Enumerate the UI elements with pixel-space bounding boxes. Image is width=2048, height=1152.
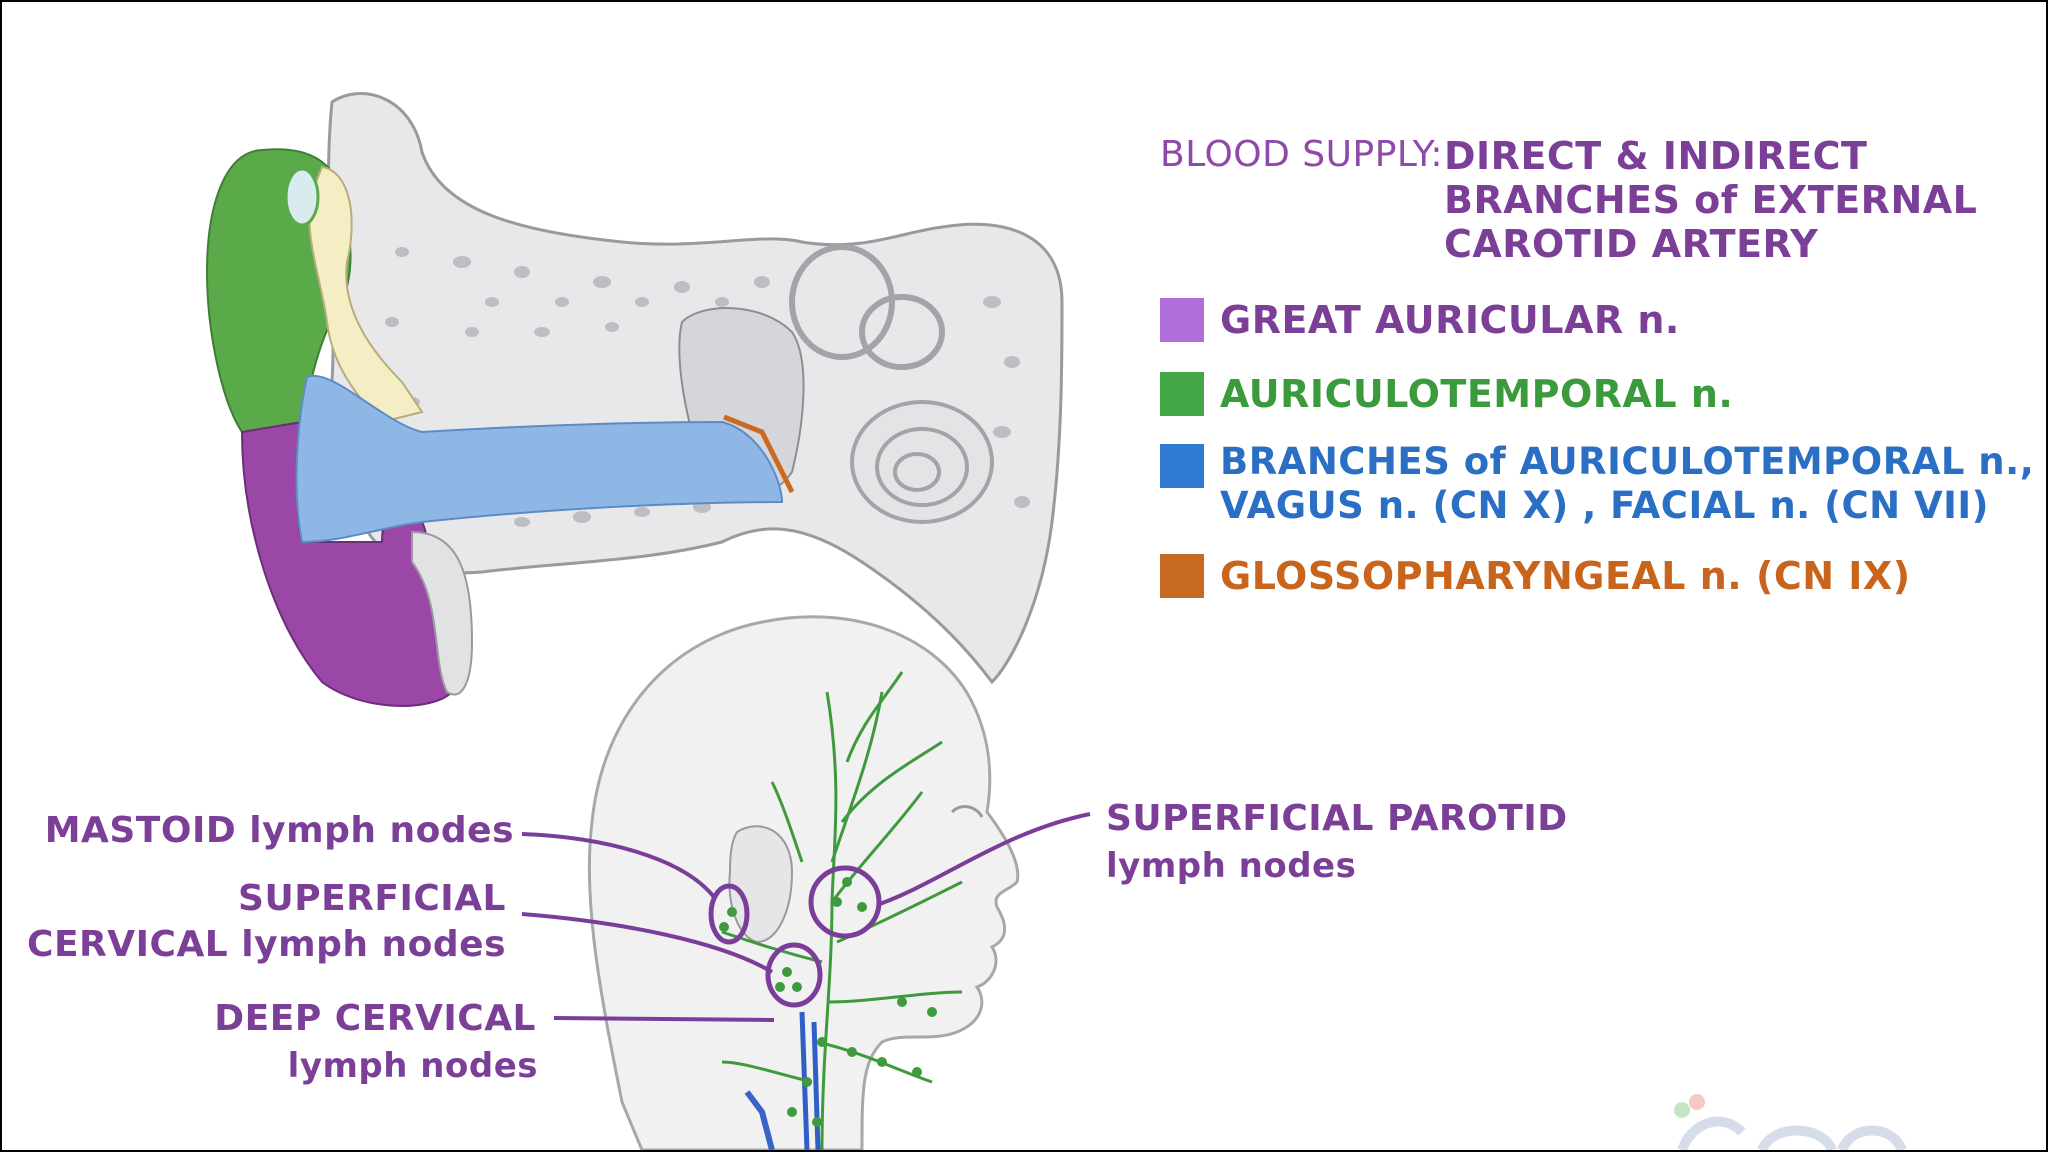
- label-superficial-parotid-line-2: lymph nodes: [1106, 846, 1357, 886]
- external-acoustic-meatus: [295, 374, 784, 544]
- label-superficial-cervical-line-2: CERVICAL lymph nodes: [27, 924, 506, 965]
- head-profile: [521, 615, 1091, 1150]
- label-superficial-cervical-line-1: SUPERFICIAL: [238, 878, 506, 919]
- cochlea: [850, 400, 994, 524]
- label-superficial-parotid-line-1: SUPERFICIAL PAROTID: [1106, 798, 1568, 839]
- node-group-circles: [708, 865, 882, 1008]
- auricle-cartilage: [308, 165, 424, 424]
- blood-supply-line-1: DIRECT & INDIRECT: [1444, 134, 1868, 178]
- mastoid-nodes-circle: [708, 883, 750, 945]
- legend-swatch-great-auricular: [1160, 298, 1204, 342]
- label-deep-cervical-line-1: DEEP CERVICAL: [214, 998, 536, 1039]
- legend-label-glossopharyngeal: GLOSSOPHARYNGEAL n. (CN IX): [1220, 554, 1911, 598]
- auricle-fossa: [284, 167, 320, 227]
- superficial-cervical-leader: [521, 912, 774, 974]
- parotid-leader: [876, 812, 1091, 907]
- blood-supply-label: BLOOD SUPPLY:: [1160, 134, 1444, 175]
- earlobe: [411, 530, 474, 696]
- watermark-logo: [1674, 1094, 1907, 1150]
- label-mastoid-lymph-nodes: MASTOID lymph nodes: [44, 810, 514, 851]
- label-deep-cervical-line-2: lymph nodes: [287, 1046, 538, 1086]
- legend-swatch-glossopharyngeal: [1160, 554, 1204, 598]
- tympanic-membrane-glossopharyngeal: [723, 414, 795, 494]
- legend-label-branches-line-1: BRANCHES of AURICULOTEMPORAL n.,: [1220, 440, 2035, 483]
- legend-swatch-branches: [1160, 444, 1204, 488]
- ear-cross-section: [205, 92, 1064, 707]
- superficial-cervical-nodes-circle: [765, 942, 823, 1008]
- head-outline: [587, 615, 1020, 1150]
- legend-label-branches-line-2: VAGUS n. (CN X) , FACIAL n. (CN VII): [1220, 484, 1990, 527]
- head-eye: [950, 805, 984, 818]
- lymph-nodes: [719, 877, 937, 1127]
- legend-label-great-auricular: GREAT AURICULAR n.: [1220, 298, 1680, 342]
- leader-lines: [521, 812, 1091, 1022]
- semicircular-canals: [789, 244, 945, 370]
- legend-swatch-auriculotemporal: [1160, 372, 1204, 416]
- lymphatic-network: [721, 671, 963, 1150]
- mastoid-leader: [521, 832, 716, 899]
- blood-supply-line-2: BRANCHES of EXTERNAL: [1444, 178, 1978, 222]
- deep-cervical-leader: [553, 1016, 775, 1022]
- neck-vein-branch: [744, 1090, 775, 1150]
- parotid-nodes-circle: [808, 865, 882, 939]
- legend-label-auriculotemporal: AURICULOTEMPORAL n.: [1220, 372, 1734, 416]
- blood-supply-line-3: CAROTID ARTERY: [1444, 222, 1819, 266]
